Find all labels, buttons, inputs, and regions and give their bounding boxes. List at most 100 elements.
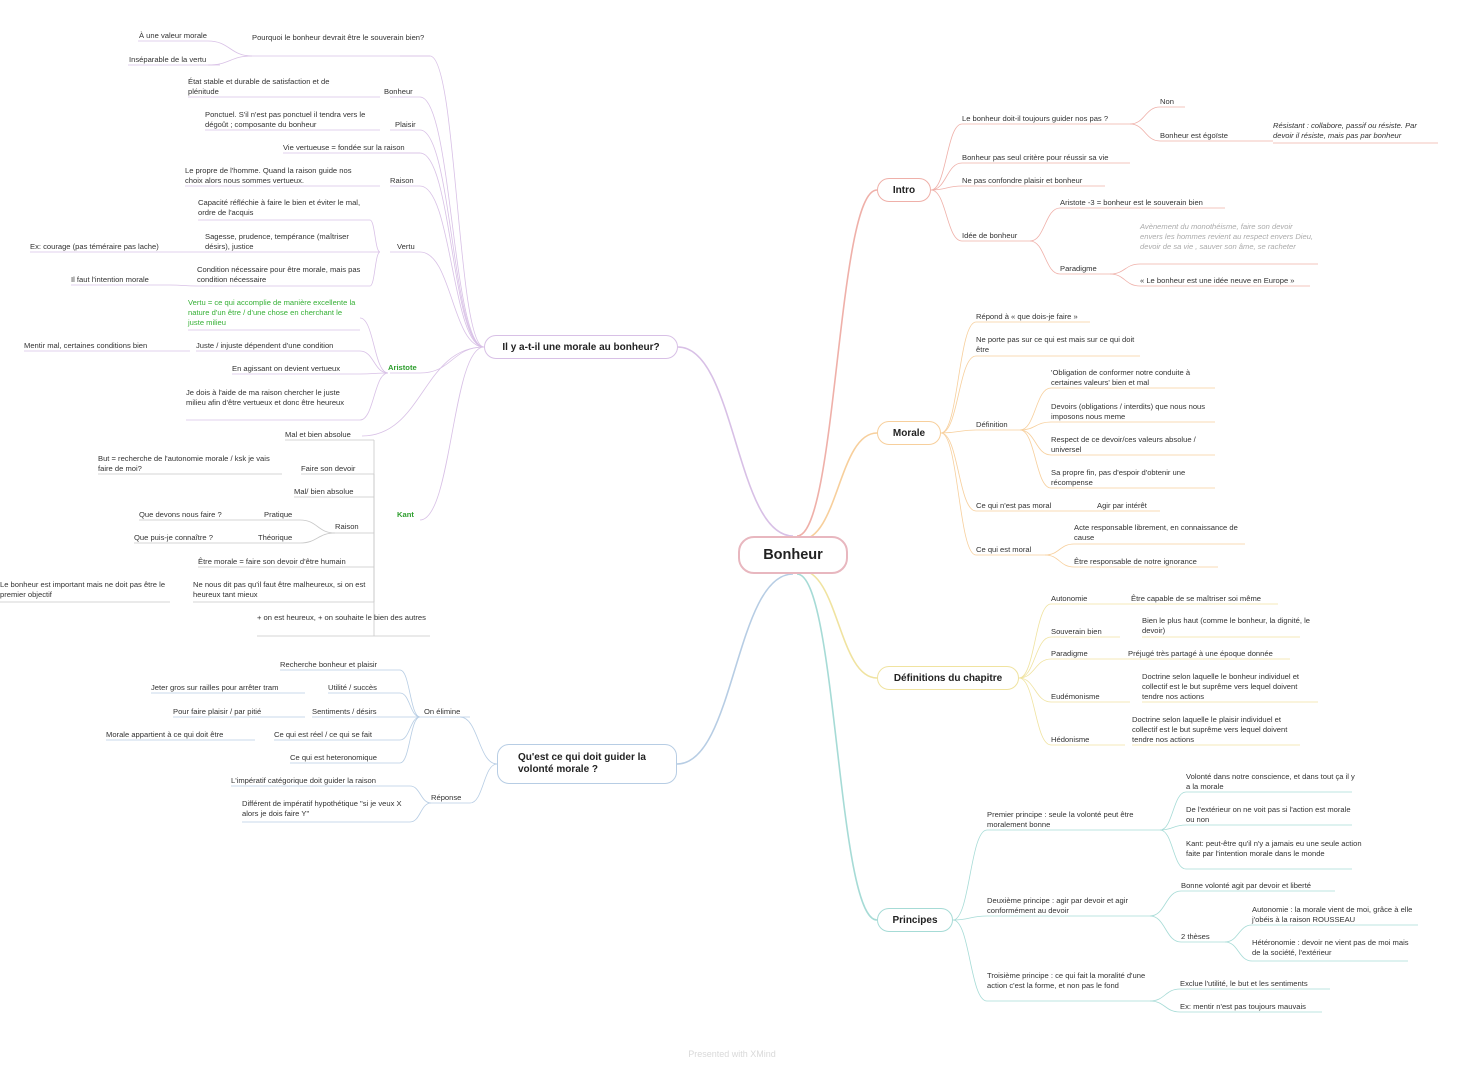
subtopic[interactable]: Paradigme <box>1060 264 1097 273</box>
subtopic[interactable]: Ponctuel. S'il n'est pas ponctuel il ten… <box>205 110 366 129</box>
subtopic[interactable]: Différent de impératif hypothétique "si … <box>242 799 402 818</box>
topic-morale-bonheur[interactable]: Il y a-t-il une morale au bonheur? <box>484 335 678 359</box>
topic-morale[interactable]: Morale <box>877 421 941 445</box>
subtopic[interactable]: Il faut l'intention morale <box>71 275 149 284</box>
subtopic[interactable]: Raison <box>390 176 414 185</box>
subtopic[interactable]: Sentiments / désirs <box>312 707 377 716</box>
subtopic[interactable]: Faire son devoir <box>301 464 356 473</box>
subtopic[interactable]: Bonheur est égoïste <box>1160 131 1228 140</box>
subtopic-kant[interactable]: Kant <box>397 510 414 519</box>
subtopic[interactable]: Aristote -3 = bonheur est le souverain b… <box>1060 198 1203 207</box>
subtopic[interactable]: Raison <box>335 522 359 531</box>
subtopic[interactable]: Doctrine selon laquelle le plaisir indiv… <box>1132 715 1288 744</box>
subtopic[interactable]: Ne pas confondre plaisir et bonheur <box>962 176 1083 185</box>
subtopic[interactable]: Ce qui est réel / ce qui se fait <box>274 730 372 739</box>
subtopic[interactable]: Idée de bonheur <box>962 231 1018 240</box>
subtopic[interactable]: Être responsable de notre ignorance <box>1074 557 1197 566</box>
topic-principes[interactable]: Principes <box>877 908 953 932</box>
subtopic[interactable]: Pratique <box>264 510 293 519</box>
subtopic[interactable]: Ce qui est heteronomique <box>290 753 377 762</box>
subtopic[interactable]: Paradigme <box>1051 649 1088 658</box>
subtopic[interactable]: 2 thèses <box>1181 932 1210 941</box>
subtopic[interactable]: Théorique <box>258 533 293 542</box>
subtopic[interactable]: Avènement du monothéisme, faire son devo… <box>1140 222 1314 251</box>
subtopic[interactable]: Vie vertueuse = fondée sur la raison <box>283 143 405 152</box>
subtopic[interactable]: Vertu <box>397 242 415 251</box>
subtopic[interactable]: Inséparable de la vertu <box>129 55 207 64</box>
subtopic[interactable]: L'impératif catégorique doit guider la r… <box>231 776 376 785</box>
subtopic[interactable]: Ne porte pas sur ce qui est mais sur ce … <box>976 335 1135 354</box>
subtopic[interactable]: Kant: peut-être qu'il n'y a jamais eu un… <box>1186 839 1362 858</box>
subtopic[interactable]: 'Obligation de conformer notre conduite … <box>1051 368 1191 387</box>
subtopic[interactable]: Exclue l'utilité, le but et les sentimen… <box>1180 979 1308 988</box>
subtopic[interactable]: Respect de ce devoir/ces valeurs absolue… <box>1051 435 1196 454</box>
topic-intro[interactable]: Intro <box>877 178 931 202</box>
subtopic[interactable]: Souverain bien <box>1051 627 1102 636</box>
subtopic[interactable]: Bonheur pas seul critère pour réussir sa… <box>962 153 1109 162</box>
subtopic[interactable]: Ne nous dit pas qu'il faut être malheure… <box>193 580 366 599</box>
subtopic[interactable]: Ex: mentir n'est pas toujours mauvais <box>1180 1002 1306 1011</box>
subtopic[interactable]: Résistant : collabore, passif ou résiste… <box>1273 121 1417 140</box>
subtopic[interactable]: Vertu = ce qui accomplie de manière exce… <box>188 298 356 327</box>
subtopic[interactable]: Être capable de se maîtriser soi même <box>1131 594 1261 603</box>
subtopic[interactable]: Réponse <box>431 793 462 802</box>
subtopic[interactable]: Devoirs (obligations / interdits) que no… <box>1051 402 1206 421</box>
subtopic[interactable]: Sagesse, prudence, tempérance (maîtriser… <box>205 232 349 251</box>
subtopic[interactable]: Condition nécessaire pour être morale, m… <box>197 265 361 284</box>
subtopic[interactable]: Autonomie <box>1051 594 1088 603</box>
topic-definitions[interactable]: Définitions du chapitre <box>877 666 1019 690</box>
subtopic[interactable]: Ce qui n'est pas moral <box>976 501 1052 510</box>
subtopic[interactable]: Non <box>1160 97 1174 106</box>
topic-guide-volonte[interactable]: Qu'est ce qui doit guider la volonté mor… <box>497 744 677 784</box>
subtopic[interactable]: Deuxième principe : agir par devoir et a… <box>987 896 1128 915</box>
subtopic[interactable]: En agissant on devient vertueux <box>232 364 341 373</box>
subtopic[interactable]: Utilité / succès <box>328 683 377 692</box>
subtopic[interactable]: Pourquoi le bonheur devrait être le souv… <box>252 33 425 42</box>
subtopic[interactable]: Pour faire plaisir / par pitié <box>173 707 262 716</box>
subtopic[interactable]: À une valeur morale <box>139 31 207 40</box>
subtopic[interactable]: Mentir mal, certaines conditions bien <box>24 341 148 350</box>
subtopic[interactable]: De l'extérieur on ne voit pas si l'actio… <box>1186 805 1351 824</box>
subtopic[interactable]: Juste / injuste dépendent d'une conditio… <box>196 341 334 350</box>
subtopic[interactable]: Troisième principe : ce qui fait la mora… <box>987 971 1146 990</box>
subtopic[interactable]: Ce qui est moral <box>976 545 1032 554</box>
subtopic[interactable]: Recherche bonheur et plaisir <box>280 660 378 669</box>
subtopic[interactable]: Bonheur <box>384 87 413 96</box>
subtopic[interactable]: Répond à « que dois-je faire » <box>976 312 1078 321</box>
subtopic[interactable]: Bonne volonté agit par devoir et liberté <box>1181 881 1312 890</box>
subtopic[interactable]: Jeter gros sur railles pour arrêter tram <box>151 683 279 692</box>
central-topic[interactable]: Bonheur <box>738 536 848 574</box>
subtopic[interactable]: Agir par intérêt <box>1097 501 1147 510</box>
subtopic[interactable]: Doctrine selon laquelle le bonheur indiv… <box>1142 672 1300 701</box>
subtopic[interactable]: But = recherche de l'autonomie morale / … <box>98 454 270 473</box>
subtopic[interactable]: Mal/ bien absolue <box>294 487 354 496</box>
subtopic[interactable]: + on est heureux, + on souhaite le bien … <box>257 613 426 622</box>
subtopic[interactable]: Capacité réfléchie à faire le bien et év… <box>198 198 361 217</box>
subtopic[interactable]: Plaisir <box>395 120 416 129</box>
subtopic-aristote[interactable]: Aristote <box>388 363 417 372</box>
subtopic[interactable]: État stable et durable de satisfaction e… <box>188 77 330 96</box>
subtopic[interactable]: Préjugé très partagé à une époque donnée <box>1128 649 1273 658</box>
subtopic[interactable]: Définition <box>976 420 1008 429</box>
subtopic[interactable]: Être morale = faire son devoir d'être hu… <box>198 557 346 566</box>
subtopic[interactable]: Je dois à l'aide de ma raison chercher l… <box>186 388 345 407</box>
subtopic[interactable]: Que devons nous faire ? <box>139 510 222 519</box>
subtopic[interactable]: Que puis-je connaître ? <box>134 533 213 542</box>
subtopic[interactable]: Mal et bien absolue <box>285 430 351 439</box>
subtopic[interactable]: Bien le plus haut (comme le bonheur, la … <box>1142 616 1311 635</box>
subtopic[interactable]: Morale appartient à ce qui doit être <box>106 730 224 739</box>
subtopic[interactable]: Le bonheur est important mais ne doit pa… <box>0 580 166 599</box>
subtopic[interactable]: Hétéronomie : devoir ne vient pas de moi… <box>1252 938 1409 957</box>
subtopic[interactable]: On élimine <box>424 707 461 716</box>
subtopic[interactable]: Premier principe : seule la volonté peut… <box>987 810 1134 829</box>
subtopic[interactable]: « Le bonheur est une idée neuve en Europ… <box>1140 276 1295 285</box>
subtopic[interactable]: Autonomie : la morale vient de moi, grâc… <box>1252 905 1413 924</box>
subtopic[interactable]: Acte responsable librement, en connaissa… <box>1074 523 1238 542</box>
subtopic[interactable]: Volonté dans notre conscience, et dans t… <box>1186 772 1355 791</box>
subtopic[interactable]: Le propre de l'homme. Quand la raison gu… <box>185 166 352 185</box>
subtopic[interactable]: Ex: courage (pas téméraire pas lache) <box>30 242 159 251</box>
subtopic[interactable]: Sa propre fin, pas d'espoir d'obtenir un… <box>1051 468 1186 487</box>
subtopic[interactable]: Le bonheur doit-il toujours guider nos p… <box>962 114 1109 123</box>
subtopic[interactable]: Hédonisme <box>1051 735 1090 744</box>
